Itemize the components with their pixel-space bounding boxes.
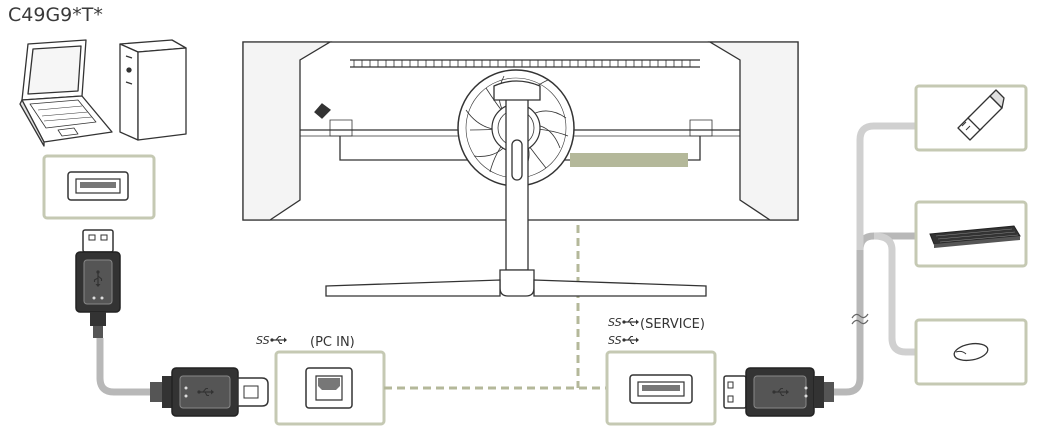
usb-superspeed-icon: SS [256,334,288,347]
pc-in-label: (PC IN) [310,335,355,350]
mouse-icon [953,342,989,362]
usb-a-port-icon [629,374,693,404]
usb-superspeed-icon: SS [608,316,640,329]
laptop-icon [19,39,113,147]
keyboard-icon [929,225,1021,248]
usb-b-port-icon [305,367,353,409]
svg-text:SS: SS [256,334,270,347]
usb-cable-icon [723,122,916,417]
model-title: C49G9*T* [8,4,103,26]
svg-text:SS: SS [608,334,622,347]
usb-superspeed-icon: SS [608,334,640,347]
usb-flash-drive-icon [957,89,1005,141]
desktop-tower-icon [119,39,187,141]
usb-a-port-icon [67,171,129,201]
service-label: (SERVICE) [640,317,705,332]
monitor-stand-icon [325,80,707,297]
svg-text:SS: SS [608,316,622,329]
usb-cable-icon [75,229,269,417]
